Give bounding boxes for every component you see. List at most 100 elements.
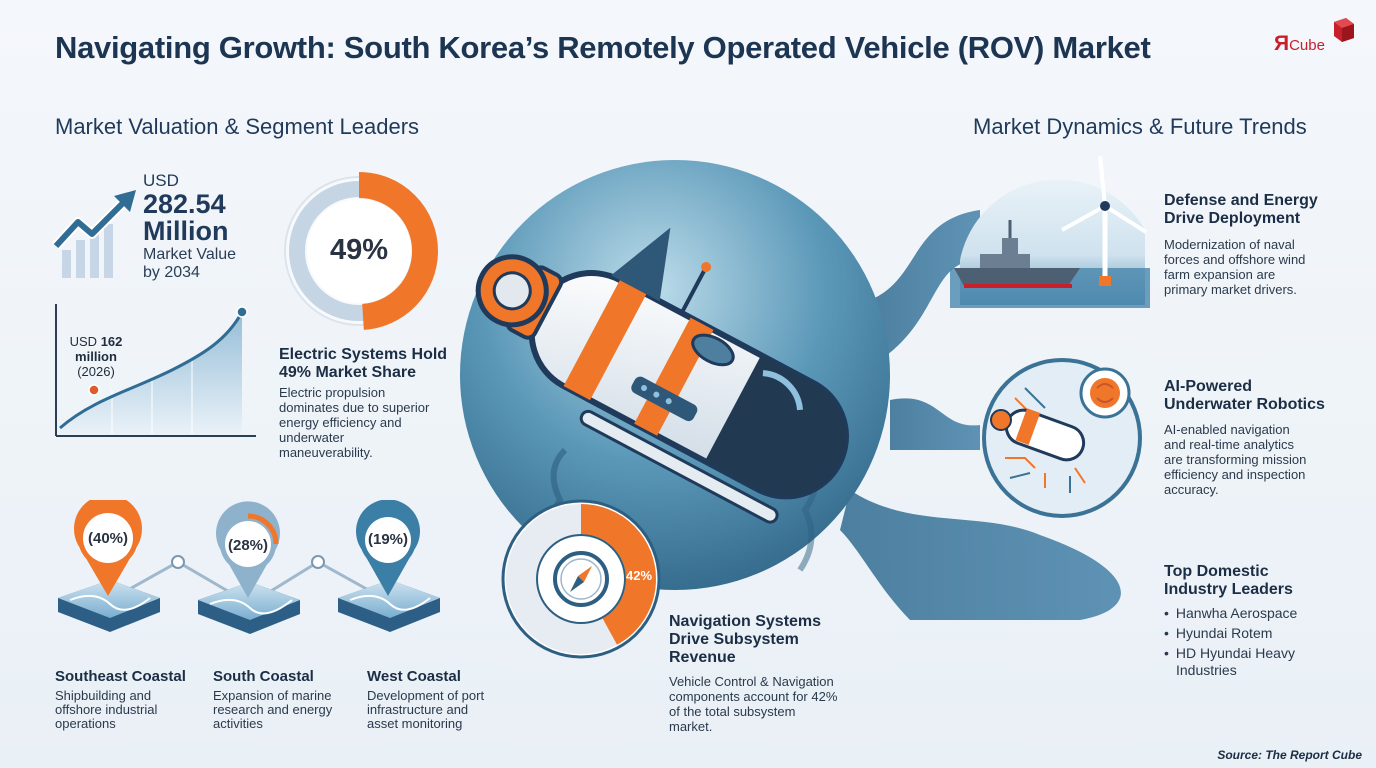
electric-body-line: Electric propulsion (279, 385, 386, 400)
navigation-heading: Navigation Systems Drive Subsystem Reven… (669, 613, 821, 667)
navigation-share-donut (501, 499, 661, 659)
defense-body-line: Modernization of naval (1164, 237, 1295, 252)
ai-body-line: accuracy. (1164, 482, 1219, 497)
defense-heading-line: Drive Deployment (1164, 210, 1301, 227)
logo-word: Cube (1289, 37, 1325, 54)
region-name-south: South Coastal (213, 668, 314, 685)
market-value-unit: Million (143, 216, 229, 246)
region-desc-west: Development of port infrastructure and a… (367, 689, 484, 731)
start-label-currency: USD (69, 334, 98, 349)
ai-body-line: efficiency and inspection (1164, 467, 1306, 482)
defense-body-line: forces and offshore wind (1164, 252, 1306, 267)
navigation-share-percent: 42% (626, 568, 653, 583)
right-section-title: Market Dynamics & Future Trends (973, 114, 1307, 139)
start-label-year: (2026) (77, 364, 115, 379)
rov-vehicle-icon (475, 227, 849, 524)
brain-icon (1079, 367, 1131, 419)
navigation-body: Vehicle Control & Navigation components … (669, 674, 837, 734)
region-pin-southeast (74, 500, 142, 596)
region-percent-southeast: (40%) (87, 530, 128, 547)
compass-icon (553, 551, 609, 607)
ai-body-line: and real-time analytics (1164, 437, 1295, 452)
ai-body-line: are transforming mission (1164, 452, 1307, 467)
leaders-heading-line: Industry Leaders (1164, 581, 1293, 598)
region-desc-line: research and energy (213, 702, 333, 717)
coastal-regions-map (58, 500, 440, 634)
navigation-body-line: of the total subsystem (669, 704, 796, 719)
market-value-year: by 2034 (143, 264, 200, 281)
region-desc-south: Expansion of marine research and energy … (213, 689, 332, 731)
start-value-label: USD 162 million (2026) (66, 334, 126, 379)
rov-illustration (460, 160, 1121, 620)
region-tile-south (198, 582, 300, 634)
leaders-heading-line: Top Domestic (1164, 563, 1269, 580)
market-value-caption: Market Value (143, 246, 237, 263)
ai-body: AI-enabled navigation and real-time anal… (1164, 422, 1306, 497)
start-point-marker (88, 384, 100, 396)
ai-robotics-illustration (982, 358, 1142, 518)
leader-item: Hanwha Aerospace (1164, 603, 1297, 623)
left-section-title: Market Valuation & Segment Leaders (55, 114, 420, 139)
navigation-heading-line: Drive Subsystem (669, 631, 799, 648)
cube-logo-icon (1334, 18, 1354, 42)
region-name-southeast: Southeast Coastal (55, 668, 186, 685)
end-point-marker (236, 306, 248, 318)
region-tile-southeast (58, 580, 160, 632)
region-desc-line: offshore industrial (55, 702, 158, 717)
electric-share-percent: 49% (329, 234, 389, 266)
defense-body: Modernization of naval forces and offsho… (1164, 237, 1305, 297)
ai-body-line: AI-enabled navigation (1164, 422, 1290, 437)
logo-mark: Я (1274, 32, 1290, 55)
region-pin-south (216, 501, 280, 598)
region-desc-line: activities (213, 716, 263, 731)
navigation-body-line: components account for 42% (669, 689, 838, 704)
ai-heading: AI-Powered Underwater Robotics (1164, 378, 1325, 414)
electric-body-line: underwater (279, 430, 345, 445)
mini-rov-icon (990, 408, 1086, 462)
region-percent-west: (19%) (367, 531, 408, 548)
source-note: Source: The Report Cube (1217, 748, 1362, 762)
navigation-body-line: Vehicle Control & Navigation (669, 674, 834, 689)
defense-energy-illustration (950, 155, 1150, 308)
region-desc-line: asset monitoring (367, 716, 463, 731)
leader-item: HD Hyundai Heavy (1164, 643, 1297, 663)
market-value-currency: USD (143, 171, 179, 190)
leaders-list: Hanwha Aerospace Hyundai Rotem HD Hyunda… (1164, 603, 1297, 680)
electric-heading-line1: Electric Systems Hold (279, 346, 448, 363)
start-label-number: 162 (100, 334, 123, 349)
electric-share-arc (280, 172, 438, 330)
region-pin-west (356, 500, 420, 596)
growth-arrow-icon (52, 190, 136, 278)
defense-heading: Defense and Energy Drive Deployment (1164, 192, 1318, 228)
region-tile-west (338, 580, 440, 632)
defense-body-line: farm expansion are (1164, 267, 1276, 282)
report-cube-logo: ЯCube (1272, 18, 1362, 62)
electric-body: Electric propulsion dominates due to sup… (279, 385, 429, 460)
warship-icon (954, 220, 1080, 288)
electric-body-line: dominates due to superior (279, 400, 430, 415)
leaders-heading: Top Domestic Industry Leaders (1164, 563, 1293, 599)
navigation-share-arc (506, 504, 656, 654)
page-title: Navigating Growth: South Korea’s Remotel… (55, 30, 1151, 65)
electric-share-donut (280, 172, 438, 330)
navigation-body-line: market. (669, 719, 713, 734)
defense-heading-line: Defense and Energy (1164, 192, 1318, 209)
region-desc-line: Expansion of marine (213, 688, 332, 703)
navigation-heading-line: Navigation Systems (669, 613, 822, 630)
region-desc-line: Shipbuilding and (55, 688, 152, 703)
leader-item-continuation: Industries (1176, 662, 1237, 678)
ai-heading-line: AI-Powered (1164, 378, 1253, 395)
navigation-heading-line: Revenue (669, 649, 736, 666)
electric-body-line: maneuverability. (279, 445, 373, 460)
defense-body-line: primary market drivers. (1164, 282, 1297, 297)
market-value-number: 282.54 (143, 189, 226, 219)
region-desc-line: Development of port (367, 688, 485, 703)
region-name-west: West Coastal (367, 668, 461, 685)
electric-heading-line2: 49% Market Share (279, 364, 416, 381)
growth-curve-chart (55, 304, 256, 437)
region-desc-line: operations (55, 716, 116, 731)
leader-item: Industries (1164, 660, 1297, 680)
electric-body-line: energy efficiency and (279, 415, 402, 430)
region-percent-south: (28%) (227, 537, 268, 554)
region-desc-line: infrastructure and (367, 702, 469, 717)
